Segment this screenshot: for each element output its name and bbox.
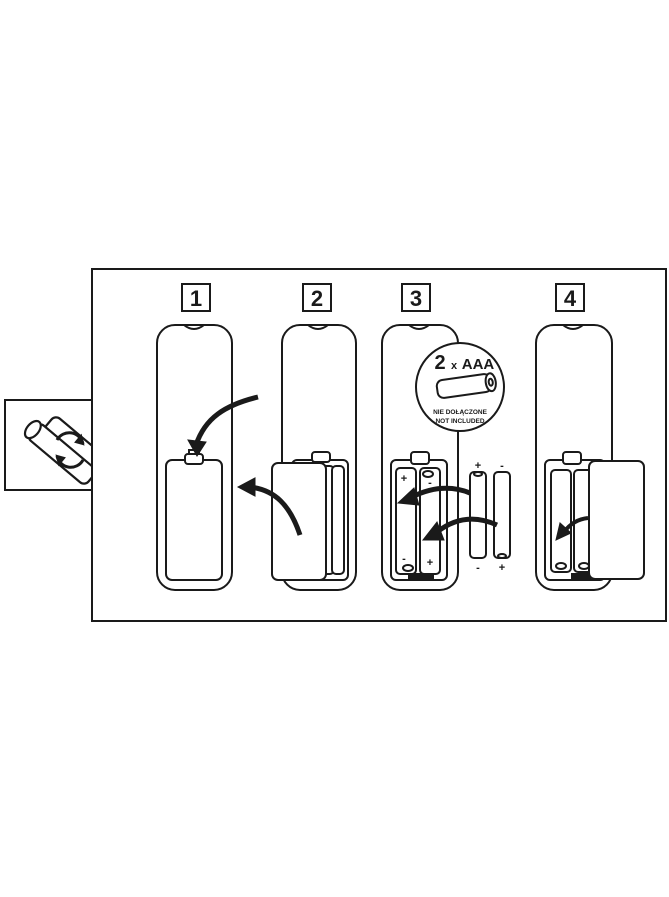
battery-note-line2: NOT INCLUDED (435, 418, 484, 425)
battery-quantity: 2 (434, 352, 445, 374)
step-number-box-3: 3 (401, 283, 431, 312)
step-3-batteries (469, 471, 511, 559)
polarity-plus-bottom: + (427, 557, 433, 569)
battery-a-minus: - (476, 562, 480, 574)
curved-arrow-icon (193, 394, 259, 446)
step-1-remote (156, 324, 259, 591)
step-number-box-2: 2 (302, 283, 332, 312)
battery-b-minus: - (500, 460, 504, 472)
polarity-minus-bottom: - (402, 553, 406, 565)
battery-b-plus: + (499, 562, 505, 574)
curved-arrow-icon (236, 477, 303, 536)
battery-note-line1: NIE DOŁĄCZONE (433, 409, 487, 416)
curved-arrow-icon (421, 516, 499, 541)
step-2-remote (236, 324, 357, 591)
battery-badge (415, 342, 505, 432)
polarity-plus-top: + (401, 473, 407, 485)
curved-arrow-icon (555, 516, 589, 541)
polarity-minus-top: - (428, 477, 432, 489)
step-number-box-4: 4 (555, 283, 585, 312)
step-number-4: 4 (564, 286, 577, 311)
aaa-battery-icon (435, 372, 497, 399)
step-number-2: 2 (311, 286, 323, 311)
step-number-1: 1 (190, 286, 202, 311)
step-number-3: 3 (410, 286, 422, 311)
battery-type: AAA (462, 356, 495, 373)
battery-a-plus: + (475, 460, 481, 472)
battery-multiplier: x (451, 360, 458, 372)
curved-arrow-icon (396, 485, 471, 506)
step-number-box-1: 1 (181, 283, 211, 312)
